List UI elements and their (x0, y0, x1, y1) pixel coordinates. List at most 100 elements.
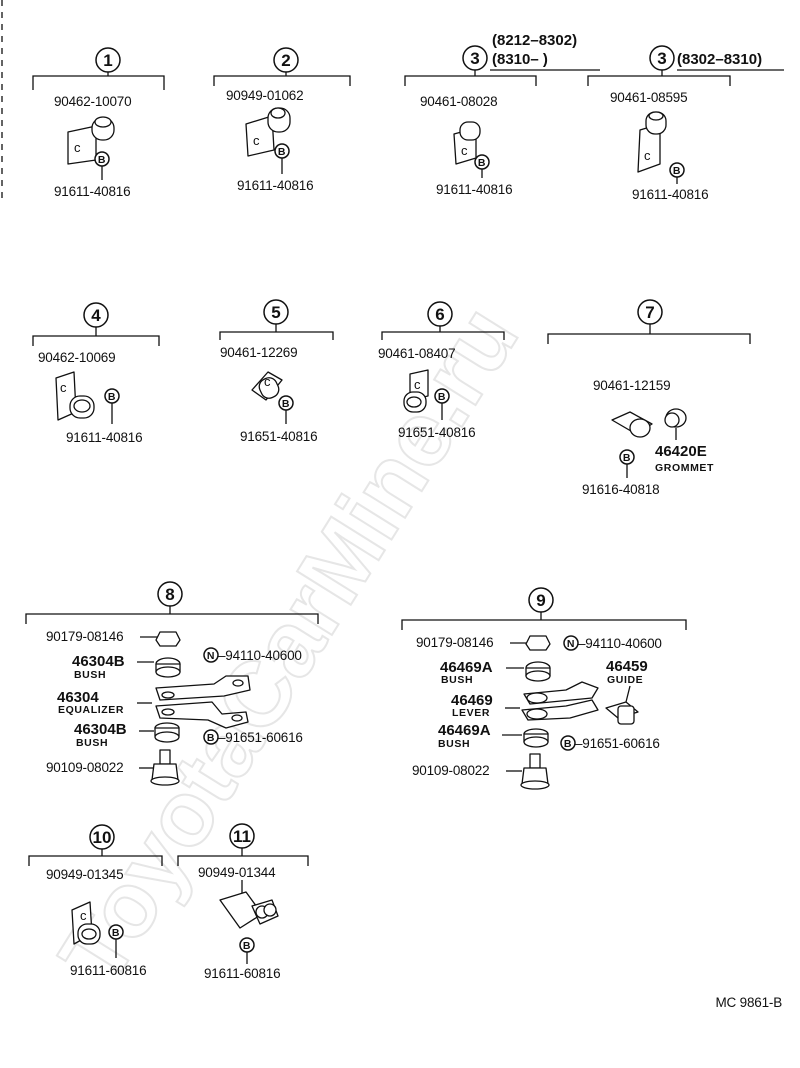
svg-text:c: c (461, 143, 468, 158)
group-number: 11 (233, 827, 251, 846)
group-number: 8 (165, 585, 174, 604)
part-number-clamp: 90461-08028 (420, 94, 497, 109)
group-1: 1 90462-10070 c B 91611-40816 (32, 47, 165, 199)
part-number-clamp: 90461-12269 (220, 345, 297, 360)
equalizer-label: EQUALIZER (58, 704, 124, 716)
group-7: 7 90461-12159 46420E GROMMET B 91616-408… (547, 299, 751, 497)
svg-text:B: B (98, 154, 106, 166)
clamp-part: c (67, 116, 115, 165)
guide-part (605, 701, 639, 725)
part-number-bolt: 91651-40816 (240, 429, 317, 444)
part-number-bolt: 91611-40816 (237, 178, 313, 193)
group-5: 5 90461-12269 c B 91651-40816 (219, 299, 334, 444)
svg-text:B: B (478, 157, 486, 169)
group-11: 11 90949-01344 B 91611-60816 (177, 823, 309, 981)
part-number-bolt: 91651-40816 (398, 425, 475, 440)
bush-bottom-label: BUSH (76, 737, 108, 749)
group-number: 3 (470, 49, 479, 68)
guide-label: GUIDE (607, 674, 643, 686)
part-number-clamp: 90462-10070 (54, 94, 131, 109)
part-number-bolt: 90109-08022 (46, 760, 123, 775)
clamp-part (611, 411, 653, 438)
part-number-clamp: 90462-10069 (38, 350, 115, 365)
svg-text:B: B (673, 165, 681, 177)
part-number-clamp: 90461-12159 (593, 378, 670, 393)
equalizer-part-number: 46304 (57, 689, 99, 706)
group-10: 10 90949-01345 c B 91611-60816 (28, 824, 163, 978)
part-number-bolt: 91611-60816 (204, 966, 280, 981)
group-number: 1 (103, 51, 112, 70)
bush-bottom-part-number: 46304B (74, 721, 127, 738)
svg-text:B: B (564, 738, 572, 750)
guide-part-number: 46459 (606, 658, 648, 675)
clamp-part: c (71, 901, 101, 945)
clamp-part: c (55, 371, 95, 421)
svg-text:B: B (243, 940, 251, 952)
group-6: 6 90461-08407 c B 91651-40816 (378, 301, 505, 440)
svg-text:c: c (80, 908, 87, 923)
grommet-part-number: 46420E (655, 443, 707, 460)
svg-text:N: N (207, 650, 215, 662)
bush-bottom-part-number: 46469A (438, 722, 491, 739)
clamp-part: c (245, 107, 291, 157)
svg-text:c: c (60, 380, 67, 395)
svg-text:B: B (438, 391, 446, 403)
part-number-bolt: 91611-40816 (632, 187, 708, 202)
range-label-1: (8212–8302) (492, 32, 577, 49)
bush-top-label: BUSH (74, 669, 106, 681)
part-number-n: –94110-40600 (218, 648, 302, 663)
part-number-b: –91651-60616 (575, 736, 660, 751)
range-label: (8302–8310) (677, 51, 762, 68)
part-number-bolt: 90109-08022 (412, 763, 489, 778)
part-number-clamp: 90461-08407 (378, 346, 455, 361)
part-number-n: –94110-40600 (578, 636, 662, 651)
range-label-2: (8310– ) (492, 51, 548, 68)
svg-text:B: B (282, 398, 290, 410)
part-number-clamp: 90949-01344 (198, 865, 276, 880)
part-number-clamp: 90461-08595 (610, 90, 687, 105)
lever-part-number: 46469 (451, 692, 493, 709)
bolt-part (150, 749, 180, 786)
part-number-clamp: 90949-01062 (226, 88, 303, 103)
clamp-part: c (637, 111, 667, 173)
svg-text:c: c (414, 377, 421, 392)
group-number: 3 (657, 49, 666, 68)
part-number-bolt: 91611-40816 (66, 430, 142, 445)
group-4: 4 90462-10069 c B 91611-40816 (32, 302, 160, 445)
svg-text:B: B (108, 391, 116, 403)
lever-part (521, 681, 599, 721)
bush-top-label: BUSH (441, 674, 473, 686)
group-3-alt: 3 (8302–8310) 90461-08595 c B 91611-4081… (587, 45, 784, 202)
part-number-bolt: 91611-60816 (70, 963, 146, 978)
svg-text:B: B (278, 146, 286, 158)
svg-text:B: B (207, 732, 215, 744)
clamp-part: c (403, 369, 429, 413)
svg-text:c: c (264, 374, 271, 389)
part-number-nut: 90179-08146 (416, 635, 493, 650)
grommet-part (664, 408, 687, 428)
bush-top-part-number: 46304B (72, 653, 125, 670)
part-number-clamp: 90949-01345 (46, 867, 123, 882)
group-8: 8 90179-08146 N –94110-40600 46304B BUSH… (25, 581, 319, 786)
group-number: 4 (91, 306, 101, 325)
bush-bottom-label: BUSH (438, 738, 470, 750)
svg-text:B: B (112, 927, 120, 939)
part-number-b: –91651-60616 (218, 730, 303, 745)
svg-text:N: N (567, 638, 575, 650)
lever-label: LEVER (452, 707, 490, 719)
grommet-label: GROMMET (655, 462, 714, 474)
clamp-part: c (251, 371, 283, 401)
group-number: 7 (645, 303, 654, 322)
svg-text:B: B (623, 452, 631, 464)
svg-text:c: c (253, 133, 260, 148)
group-number: 9 (536, 591, 545, 610)
svg-text:c: c (644, 148, 651, 163)
group-number: 2 (281, 51, 290, 70)
clamp-part (219, 891, 279, 929)
bolt-part (520, 753, 550, 790)
part-number-bolt: 91616-40818 (582, 482, 659, 497)
clamp-part: c (453, 121, 481, 165)
group-number: 10 (93, 828, 112, 847)
group-9: 9 90179-08146 N –94110-40600 46469A BUSH… (401, 587, 687, 790)
